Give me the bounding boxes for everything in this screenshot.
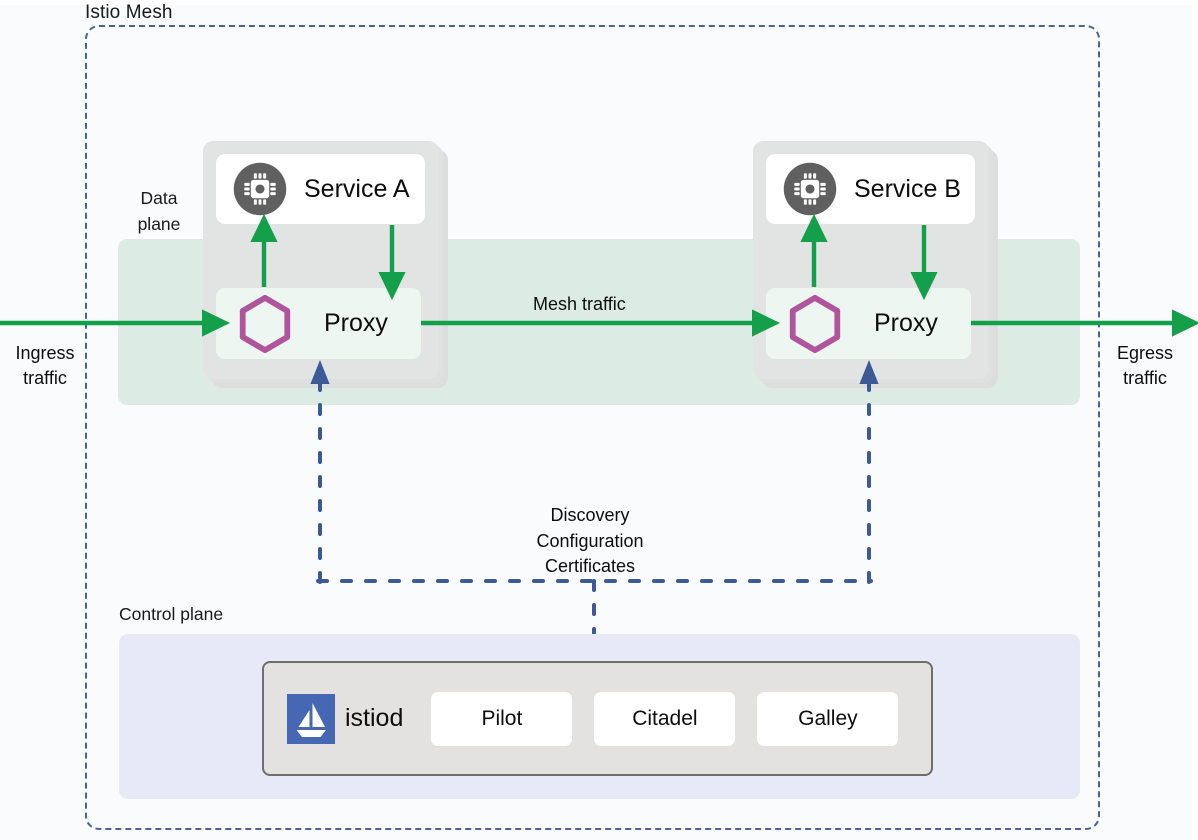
microchip-icon <box>233 162 287 216</box>
component-galley[interactable]: Galley <box>757 691 899 746</box>
configuration-line: Configuration <box>536 530 644 551</box>
service-a-card[interactable]: Service A <box>216 154 425 224</box>
component-citadel[interactable]: Citadel <box>594 691 736 746</box>
control-plane-label: Control plane <box>119 604 224 624</box>
service-a-label: Service A <box>304 174 410 203</box>
top-edge-strip <box>0 0 1198 5</box>
istiod-container[interactable]: istiod Pilot Citadel Galley <box>262 661 933 776</box>
hexagon-icon <box>239 294 291 353</box>
ingress-traffic-line2: traffic <box>23 368 67 388</box>
istio-sailboat-logo <box>287 693 335 744</box>
microchip-icon <box>783 162 837 216</box>
service-b-card[interactable]: Service B <box>766 154 975 224</box>
service-b-label: Service B <box>854 174 961 203</box>
mesh-traffic-label: Mesh traffic <box>533 294 626 314</box>
ingress-traffic-line1: Ingress <box>15 343 75 363</box>
ingress-traffic-label: Ingress traffic <box>0 341 90 391</box>
right-edge-strip <box>1192 0 1198 840</box>
hexagon-icon <box>789 294 841 353</box>
proxy-b-label: Proxy <box>874 309 938 337</box>
istiod-label: istiod <box>345 704 404 732</box>
discovery-config-certificates-label: Discovery Configuration Certificates <box>497 503 683 580</box>
data-plane-label-line2: plane <box>137 214 181 234</box>
data-plane-label-line1: Data <box>140 188 178 208</box>
data-plane-label: Data plane <box>119 185 199 237</box>
istio-mesh-boundary <box>85 25 1100 830</box>
proxy-a-label: Proxy <box>324 309 388 337</box>
component-pilot[interactable]: Pilot <box>431 691 573 746</box>
egress-traffic-line2: traffic <box>1123 368 1167 388</box>
istio-mesh-title: Istio Mesh <box>85 2 173 23</box>
egress-traffic-label: Egress traffic <box>1100 341 1190 391</box>
discovery-line: Discovery <box>550 505 630 525</box>
certificates-line: Certificates <box>544 556 636 576</box>
egress-traffic-line1: Egress <box>1116 343 1174 363</box>
